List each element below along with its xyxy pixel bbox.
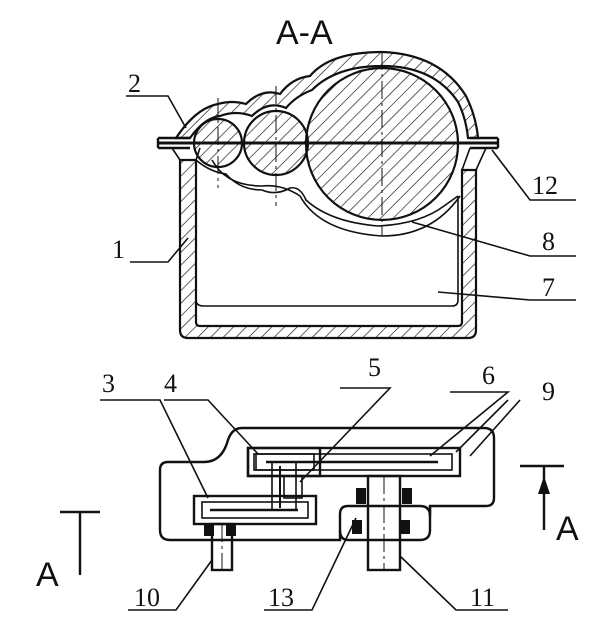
callout-9: 9 bbox=[542, 377, 555, 406]
callout-7: 7 bbox=[542, 273, 555, 302]
callout-12: 12 bbox=[532, 171, 558, 200]
section-arrow-left bbox=[60, 510, 100, 575]
lower-plan-view bbox=[60, 387, 564, 611]
callout-8: 8 bbox=[542, 227, 555, 256]
callout-10: 10 bbox=[134, 583, 160, 612]
callout-2: 2 bbox=[128, 69, 141, 98]
section-mark-right: A bbox=[556, 510, 579, 548]
callout-5: 5 bbox=[368, 353, 381, 382]
section-title: A-A bbox=[276, 14, 333, 52]
section-mark-left: A bbox=[36, 556, 59, 594]
callout-11: 11 bbox=[470, 583, 495, 612]
gear-block-3 bbox=[192, 494, 318, 526]
callout-13: 13 bbox=[268, 583, 294, 612]
gear-cover bbox=[173, 50, 480, 140]
upper-section-view bbox=[126, 50, 576, 340]
callout-6: 6 bbox=[482, 361, 495, 390]
callout-4: 4 bbox=[164, 369, 177, 398]
shaft-5 bbox=[271, 461, 297, 511]
gear-block-6 bbox=[246, 446, 462, 478]
callout-3: 3 bbox=[102, 369, 115, 398]
callout-1: 1 bbox=[112, 235, 125, 264]
